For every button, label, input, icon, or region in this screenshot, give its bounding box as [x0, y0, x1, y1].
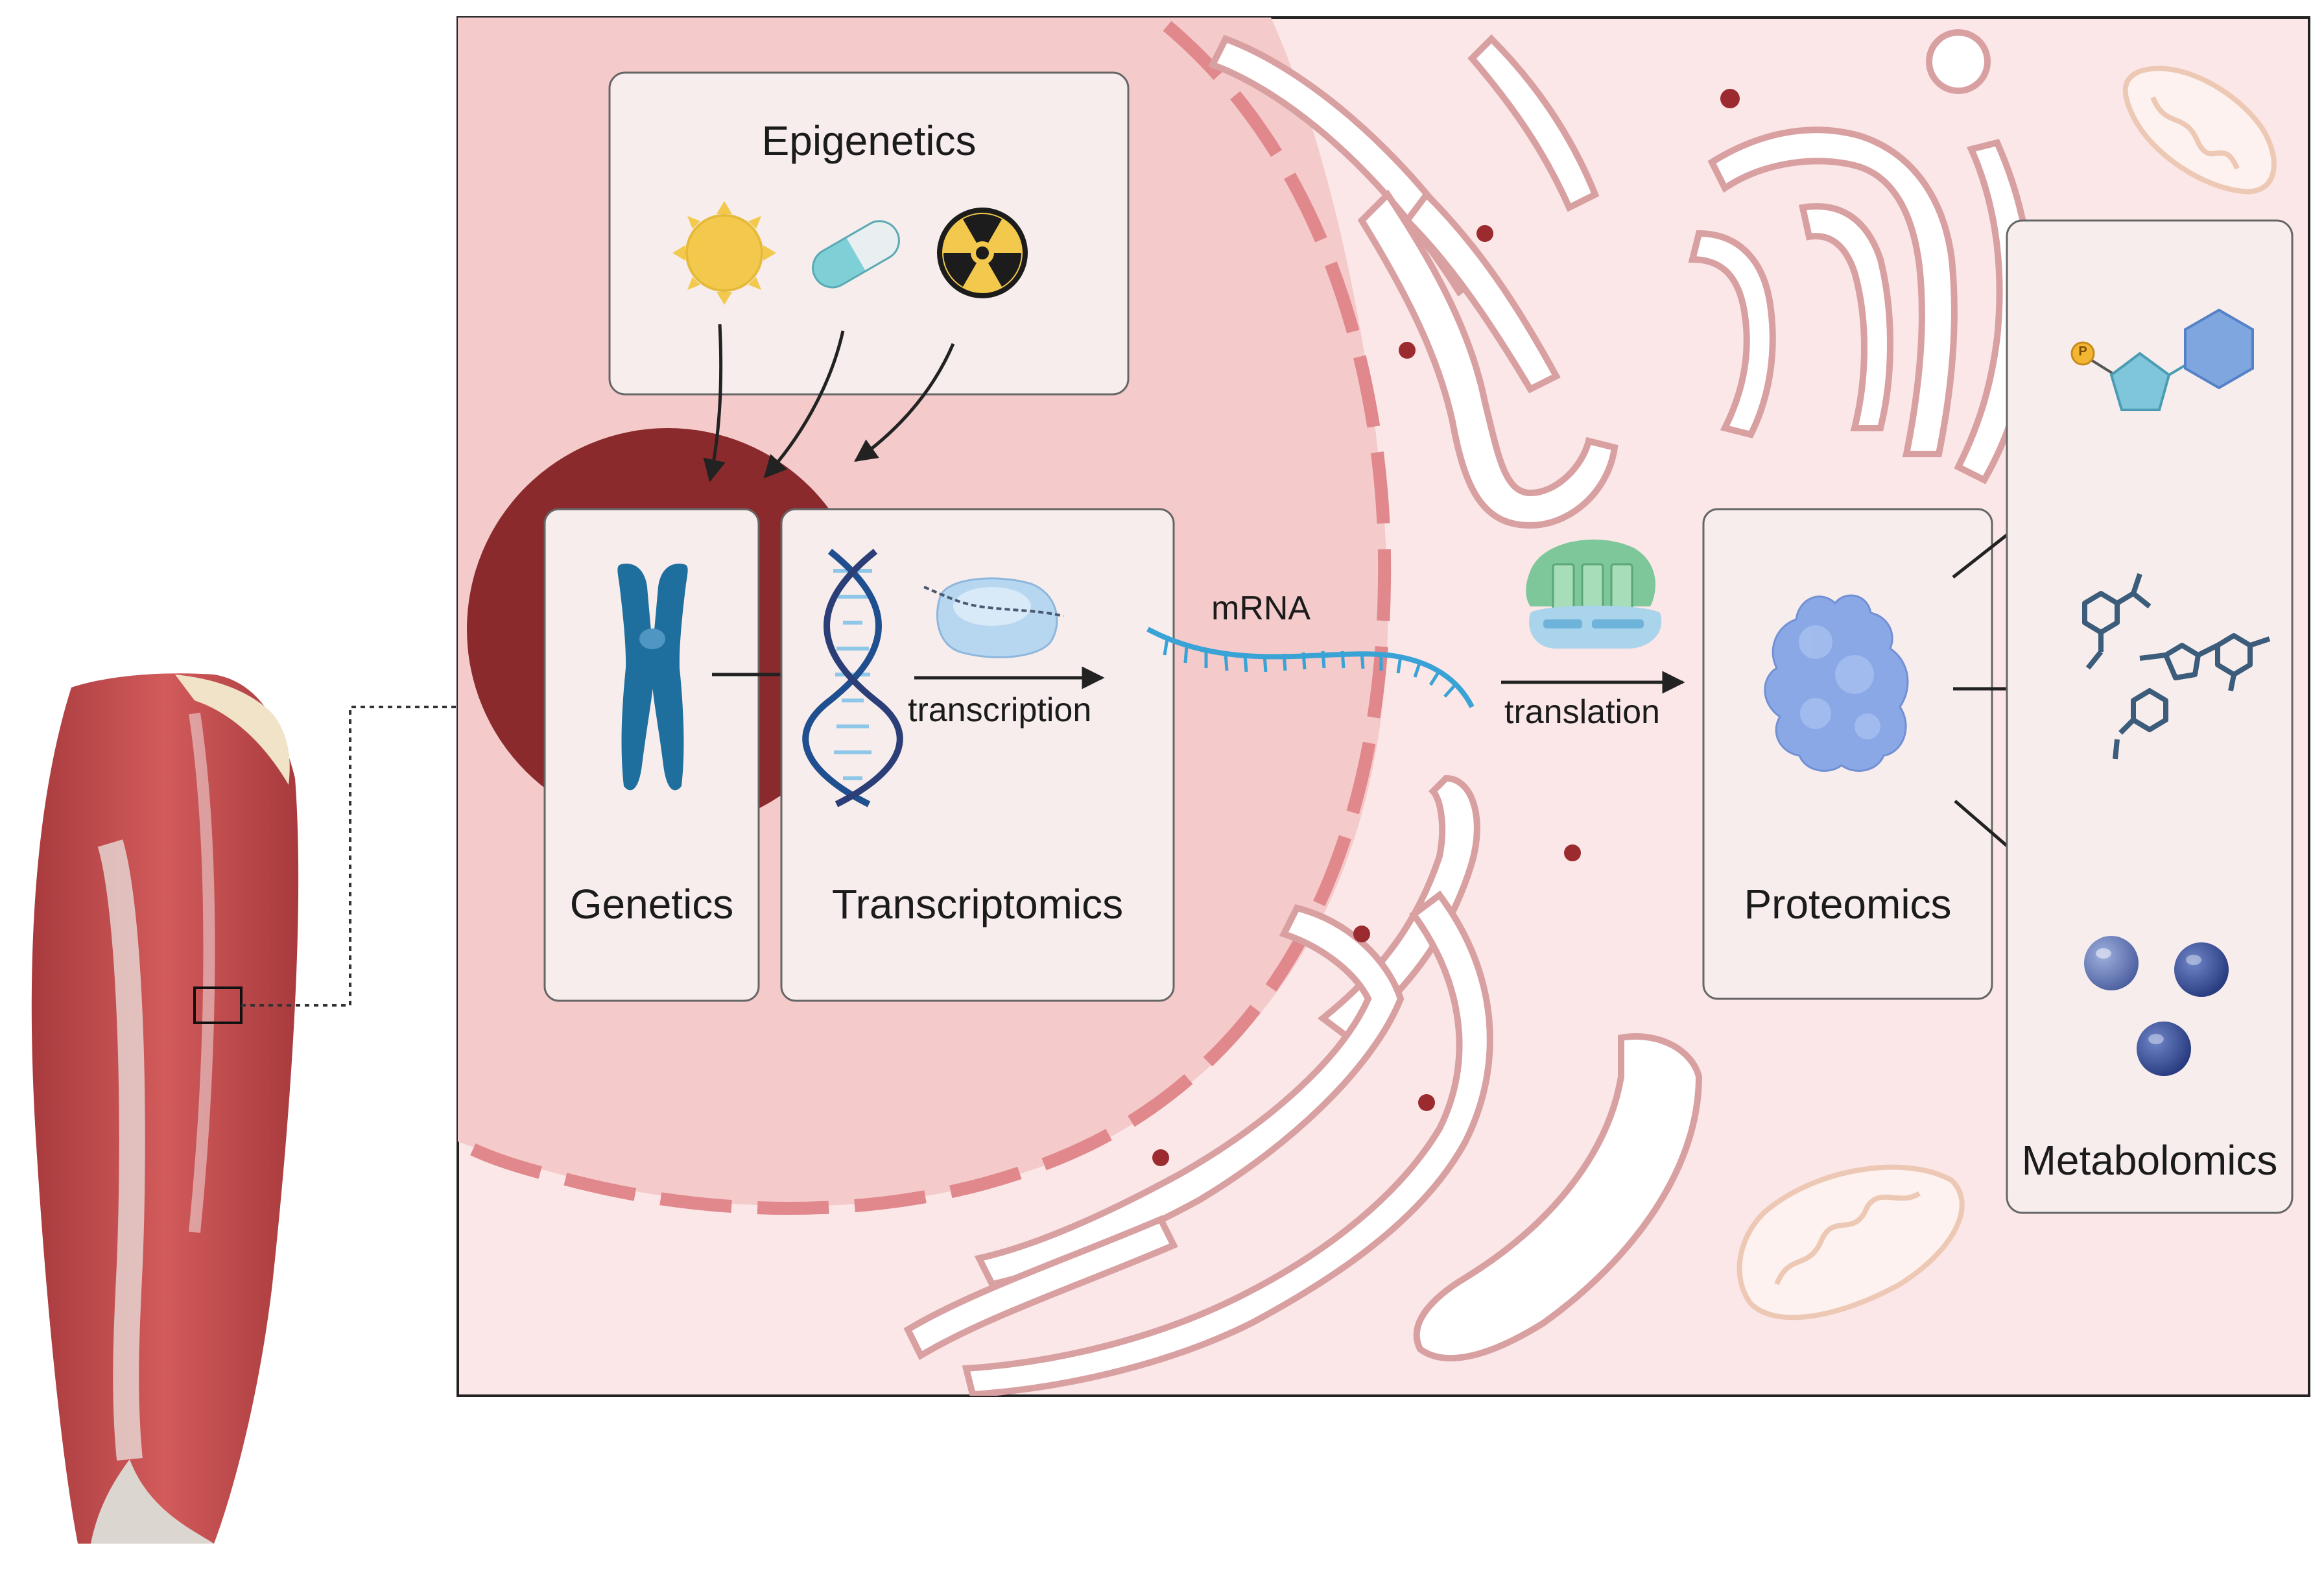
- molecule-structure-icon: [2082, 573, 2271, 759]
- rna-polymerase-icon: [923, 577, 1064, 658]
- mrna-strand: [1146, 627, 1475, 708]
- rough-er-lower: [903, 774, 1703, 1396]
- transcription-label: transcription: [908, 691, 1092, 729]
- genetics-box: [543, 508, 760, 1002]
- mitochondrion-top: [2122, 66, 2277, 195]
- phosphate-label: P: [2078, 344, 2087, 359]
- epigenetics-title: Epigenetics: [761, 117, 977, 164]
- radiation-icon: [937, 208, 1028, 298]
- ribosome-icon: [1526, 539, 1662, 649]
- metabolomics-label: Metabolomics: [2021, 1137, 2278, 1184]
- sugar-phosphate-icon: [2070, 308, 2254, 411]
- proteomics-box: [1702, 508, 1993, 1000]
- rough-er-upper: [1208, 34, 1618, 529]
- mrna-label: mRNA: [1211, 590, 1311, 627]
- transcriptomics-box: [780, 508, 1175, 1002]
- sphere-metabolites-icon: [2084, 936, 2229, 1076]
- zoom-connector: [241, 706, 458, 1007]
- epigenetics-box: [608, 71, 1130, 396]
- chromosome-icon: [617, 564, 688, 791]
- pill-icon: [812, 220, 900, 289]
- sun-icon: [672, 201, 776, 305]
- dna-helix-icon: [802, 549, 903, 807]
- translation-label: translation: [1504, 693, 1660, 731]
- genetics-label: Genetics: [569, 881, 734, 927]
- proteomics-label: Proteomics: [1744, 881, 1952, 927]
- nuclear-envelope: [458, 21, 1392, 1215]
- transcriptomics-label: Transcriptomics: [831, 881, 1124, 927]
- protein-icon: [1764, 594, 1909, 772]
- mitochondrion-bottom: [1737, 1164, 1965, 1321]
- thigh-muscle-illustration: [31, 673, 299, 1544]
- metabolomics-box: [2006, 219, 2294, 1214]
